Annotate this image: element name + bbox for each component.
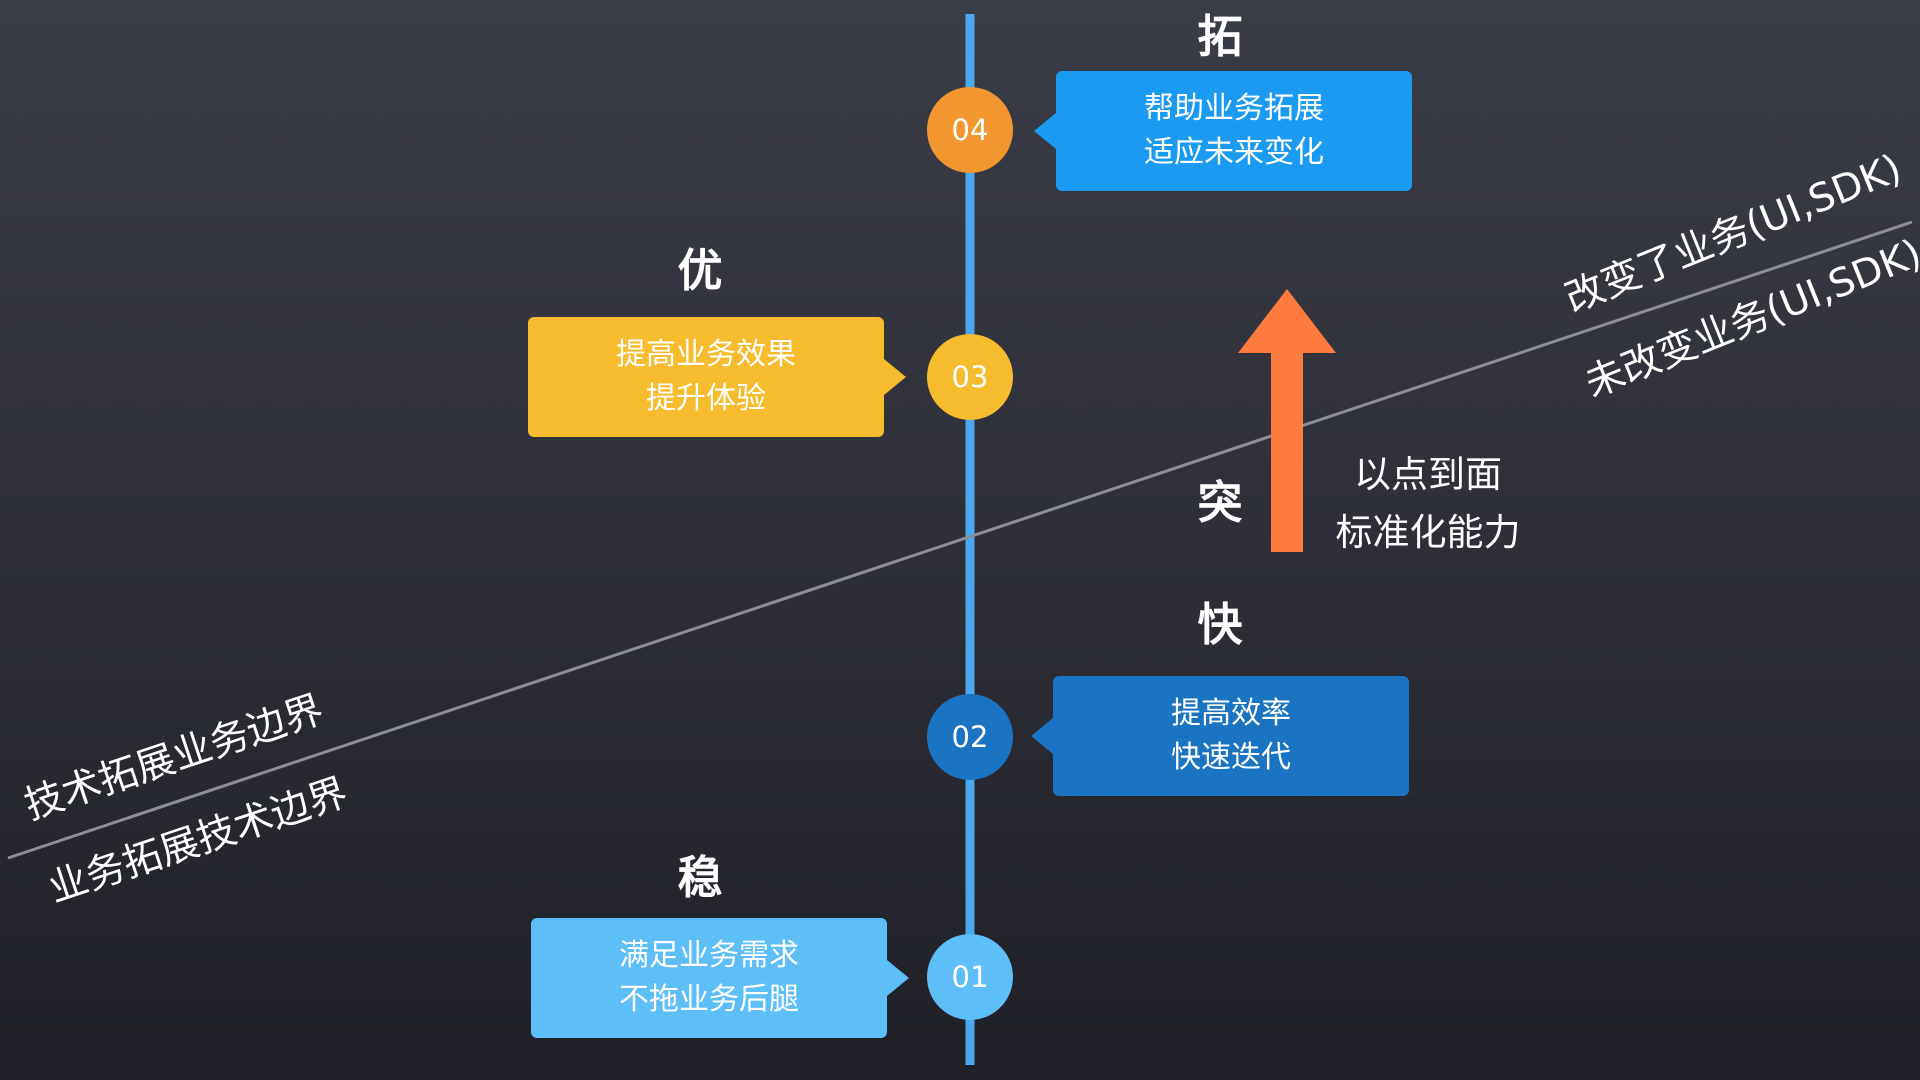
box-line: 适应未来变化 [1144, 135, 1324, 170]
breakthrough-line: 以点到面 [1354, 453, 1502, 496]
box-pointer [1034, 113, 1056, 149]
breakthrough-arrow [1238, 289, 1336, 552]
box-line: 帮助业务拓展 [1144, 91, 1324, 126]
heading-milestone-01: 稳 [677, 851, 723, 904]
boundary-line [7, 220, 1913, 860]
node-01: 01 [927, 934, 1013, 1020]
box-pointer [887, 960, 909, 996]
breakthrough-line: 标准化能力 [1335, 511, 1521, 554]
box-milestone-04: 帮助业务拓展 适应未来变化 [1034, 71, 1412, 191]
box-line: 快速迭代 [1171, 740, 1291, 775]
box-milestone-01: 满足业务需求 不拖业务后腿 [531, 918, 909, 1038]
node-03: 03 [927, 334, 1013, 420]
box-line: 满足业务需求 [619, 938, 799, 973]
node-02: 02 [927, 694, 1013, 780]
box-pointer [1031, 718, 1053, 754]
box-milestone-03: 提高业务效果 提升体验 [528, 317, 906, 437]
box-milestone-02: 提高效率 快速迭代 [1031, 676, 1409, 796]
box-line: 提高业务效果 [616, 337, 796, 372]
heading-milestone-04: 拓 [1197, 10, 1243, 63]
box-line: 提高效率 [1171, 696, 1291, 731]
heading-milestone-03: 优 [677, 244, 723, 297]
heading-milestone-02: 快 [1197, 598, 1243, 651]
heading-breakthrough: 突 [1197, 476, 1243, 529]
box-line: 不拖业务后腿 [619, 982, 799, 1017]
box-pointer [884, 359, 906, 395]
breakthrough-note: 以点到面 标准化能力 [1318, 446, 1538, 562]
node-04: 04 [927, 87, 1013, 173]
box-line: 提升体验 [646, 381, 766, 416]
